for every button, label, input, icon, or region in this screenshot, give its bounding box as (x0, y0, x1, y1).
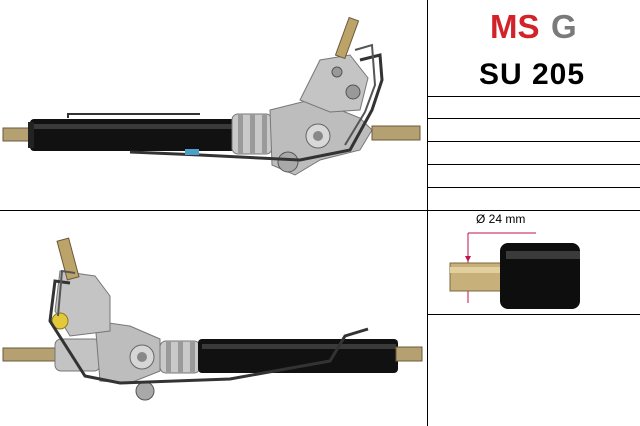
svg-text:MS: MS (490, 8, 540, 45)
product-code: SU 205 (478, 58, 586, 91)
shaft-end-detail-image (449, 232, 580, 309)
spec-row-line-1 (427, 96, 640, 97)
steering-rack-top-image (2, 16, 421, 176)
spec-row-line-5 (427, 187, 640, 188)
msg-logo: MS G (490, 8, 577, 45)
vertical-divider (427, 0, 428, 426)
spec-row-line-2 (427, 118, 640, 119)
horizontal-divider (0, 210, 640, 211)
svg-text:G: G (551, 8, 577, 45)
detail-bottom-line (427, 314, 640, 315)
steering-rack-bottom-image (2, 237, 423, 401)
diameter-label: Ø 24 mm (476, 212, 526, 226)
spec-row-line-3 (427, 141, 640, 142)
spec-row-line-4 (427, 164, 640, 165)
